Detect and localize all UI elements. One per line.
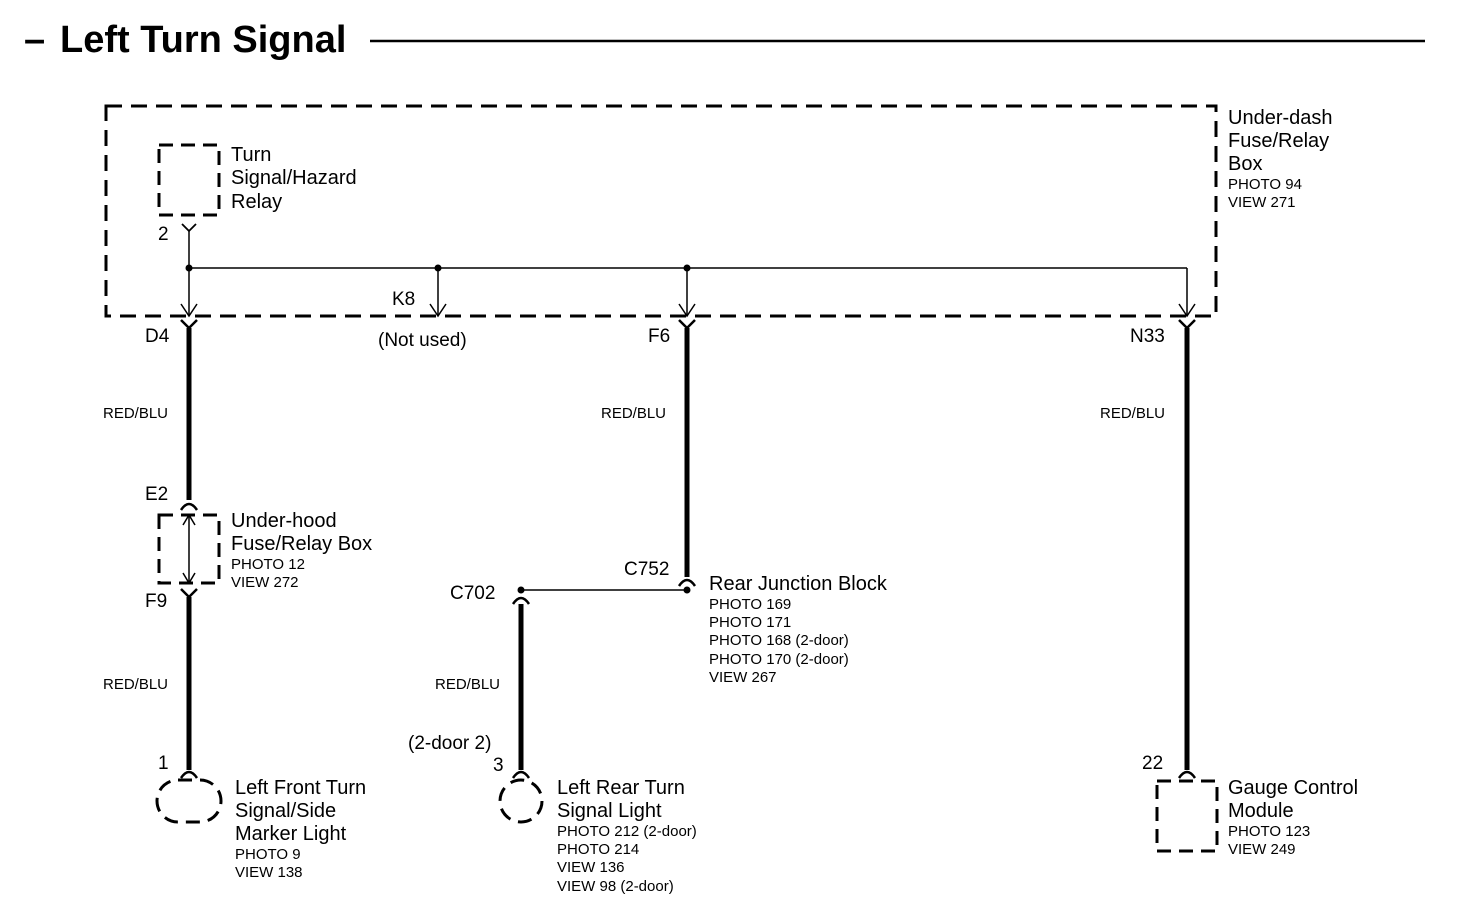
connector-n33 bbox=[1178, 319, 1196, 330]
wire-color-label-front: RED/BLU bbox=[103, 676, 168, 693]
underhood-arrow-up bbox=[182, 513, 196, 526]
connector-front-light bbox=[179, 770, 199, 779]
connector-gauge bbox=[1177, 770, 1197, 779]
relay-pin: 2 bbox=[158, 224, 169, 245]
connector-d4 bbox=[180, 319, 198, 330]
rear-light-pin: 3 bbox=[493, 755, 504, 776]
front-light-pin: 1 bbox=[158, 753, 169, 774]
rear-light-pin-note: (2-door 2) bbox=[408, 733, 491, 754]
turn-signal-relay bbox=[157, 143, 221, 217]
terminal-d4: D4 bbox=[145, 326, 170, 347]
underhood-pin-out: F9 bbox=[145, 591, 167, 612]
wire-color-label-rear: RED/BLU bbox=[435, 676, 500, 693]
underhood-refs: PHOTO 12 VIEW 272 bbox=[231, 556, 309, 591]
arrow-d4 bbox=[180, 303, 198, 318]
gauge-module-pin: 22 bbox=[1142, 753, 1163, 774]
gauge-module-refs: PHOTO 123 VIEW 249 bbox=[1228, 823, 1314, 858]
underhood-arrow-down bbox=[182, 572, 196, 585]
front-light-refs: PHOTO 9 VIEW 138 bbox=[235, 846, 305, 881]
underdash-fuse-box bbox=[104, 104, 1218, 318]
rear-junction-refs: PHOTO 169 PHOTO 171 PHOTO 168 (2-door) P… bbox=[709, 596, 853, 686]
terminal-f6: F6 bbox=[648, 326, 670, 347]
terminal-k8-note: (Not used) bbox=[378, 330, 467, 351]
arrow-f6 bbox=[678, 303, 696, 318]
relay-label: Turn Signal/Hazard Relay bbox=[231, 144, 362, 213]
connector-f6 bbox=[678, 319, 696, 330]
front-turn-signal-light bbox=[155, 778, 223, 824]
wire-color-label-f6: RED/BLU bbox=[601, 405, 666, 422]
wire-color-label: RED/BLU bbox=[103, 405, 168, 422]
terminal-n33: N33 bbox=[1130, 326, 1165, 347]
relay-pin-connector bbox=[181, 223, 197, 233]
terminal-k8: K8 bbox=[392, 289, 415, 310]
gauge-control-module bbox=[1155, 779, 1219, 853]
rear-turn-signal-light bbox=[498, 778, 544, 824]
diagram-title: Left Turn Signal bbox=[60, 19, 346, 61]
c702-label: C702 bbox=[450, 583, 495, 604]
underhood-pin-in: E2 bbox=[145, 484, 168, 505]
arrow-k8 bbox=[429, 303, 447, 318]
connector-f9 bbox=[180, 588, 198, 599]
rear-light-label: Left Rear Turn Signal Light bbox=[557, 777, 690, 822]
underdash-box-label: Under-dash Fuse/Relay Box bbox=[1228, 107, 1338, 175]
arrow-n33 bbox=[1178, 303, 1196, 318]
wire-color-label-n33: RED/BLU bbox=[1100, 405, 1165, 422]
connector-c752 bbox=[677, 578, 697, 587]
underdash-box-refs: PHOTO 94 VIEW 271 bbox=[1228, 176, 1306, 211]
connector-e2 bbox=[179, 502, 199, 511]
rear-junction-connector: C752 bbox=[624, 559, 669, 580]
underhood-label: Under-hood Fuse/Relay Box bbox=[231, 510, 372, 555]
splice-c702 bbox=[517, 586, 525, 594]
connector-rear-light bbox=[511, 770, 531, 779]
splice-d4 bbox=[185, 264, 193, 272]
rear-light-refs: PHOTO 212 (2-door) PHOTO 214 VIEW 136 VI… bbox=[557, 823, 701, 895]
title-dash: – bbox=[24, 19, 45, 61]
connector-c702 bbox=[511, 596, 531, 605]
rear-junction-label: Rear Junction Block bbox=[709, 573, 888, 595]
front-light-label: Left Front Turn Signal/Side Marker Light bbox=[235, 777, 372, 845]
gauge-module-label: Gauge Control Module bbox=[1228, 777, 1364, 822]
